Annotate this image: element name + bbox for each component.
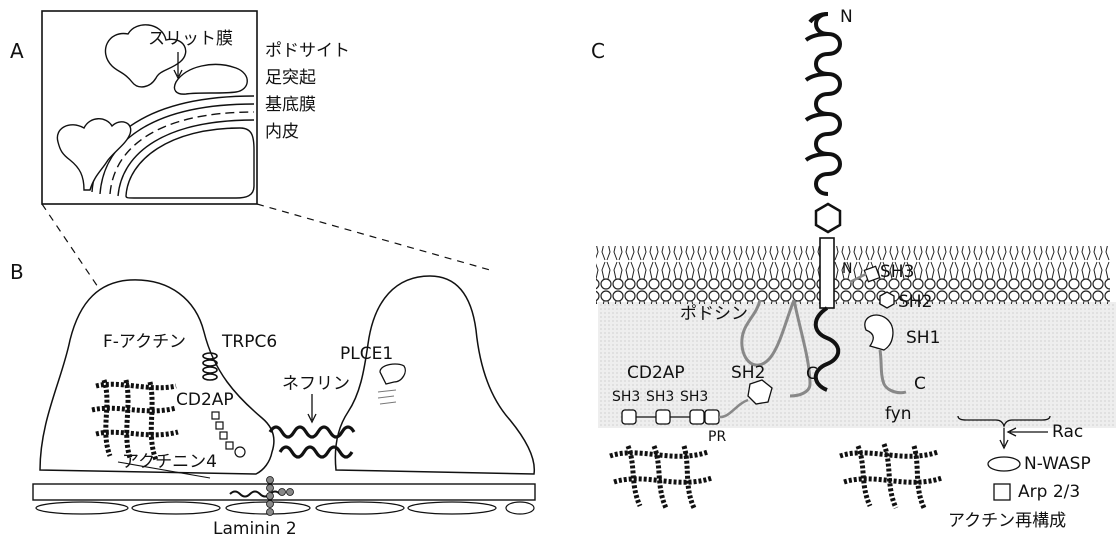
- nephrin-n-terminus-label: N: [840, 9, 853, 26]
- actin-reorganization-label: アクチン再構成: [948, 513, 1066, 530]
- legend-endothelium: 内皮: [265, 124, 299, 141]
- nephrin-label: ネフリン: [282, 376, 350, 393]
- fyn-sh1-label: SH1: [906, 330, 940, 347]
- fibronectin-hexagon: [816, 204, 840, 232]
- slit-membrane-label: スリット膜: [148, 31, 233, 48]
- legend-podocyte: ポドサイト: [265, 43, 350, 60]
- legend-foot-process: 足突起: [265, 70, 316, 87]
- lipid-bilayer: [596, 246, 1110, 304]
- sh3-domain-1-label: SH3: [612, 390, 640, 404]
- zoom-line-right: [257, 204, 490, 270]
- legend-basement-membrane: 基底膜: [265, 97, 316, 114]
- nwasp-oval-icon: [988, 457, 1020, 471]
- fyn-c-terminus-label: C: [914, 376, 926, 393]
- cd2ap-label-c: CD2AP: [627, 365, 685, 382]
- foot-process-right: [335, 276, 534, 474]
- nephrin-n-inner-label: N: [842, 262, 852, 276]
- f-actin-network-c-right: [840, 444, 942, 508]
- nephrin-transmembrane: [820, 238, 834, 308]
- fyn-label: fyn: [885, 406, 912, 423]
- plce1-label: PLCE1: [340, 346, 393, 363]
- rac-label: Rac: [1052, 424, 1083, 441]
- fyn-sh3-label: SH3: [880, 264, 914, 281]
- nwasp-label: N-WASP: [1024, 456, 1091, 473]
- foot-process-left: [40, 280, 274, 474]
- sh3-domain-3-label: SH3: [680, 390, 708, 404]
- cd2ap-label-b: CD2AP: [176, 392, 234, 409]
- f-actin-label: F-アクチン: [103, 334, 186, 351]
- sh3-domain-2-label: SH3: [646, 390, 674, 404]
- cd2ap-sh2-label: SH2: [731, 365, 765, 382]
- laminin-label: Laminin 2: [213, 521, 297, 538]
- panel-b: [33, 276, 535, 516]
- f-actin-network-c-left: [610, 446, 712, 508]
- endothelial-ovals: [36, 502, 534, 514]
- trpc6-label: TRPC6: [222, 334, 277, 351]
- nephrin-c-terminus-label: C: [806, 366, 818, 383]
- actinin4-label: アクチニン4: [122, 454, 217, 471]
- nephrin-extracellular: [816, 14, 840, 194]
- zoom-line-left: [42, 204, 100, 290]
- podocin-label: ポドシン: [680, 306, 748, 323]
- arp-square-icon: [994, 484, 1010, 500]
- panel-b-letter: B: [10, 262, 24, 282]
- proline-rich-label: PR: [708, 430, 726, 444]
- panel-a-letter: A: [10, 41, 24, 61]
- fyn-sh2-label: SH2: [898, 294, 932, 311]
- panel-c-letter: C: [591, 41, 605, 61]
- panel-c: [596, 14, 1116, 508]
- arp23-label: Arp 2/3: [1018, 484, 1080, 501]
